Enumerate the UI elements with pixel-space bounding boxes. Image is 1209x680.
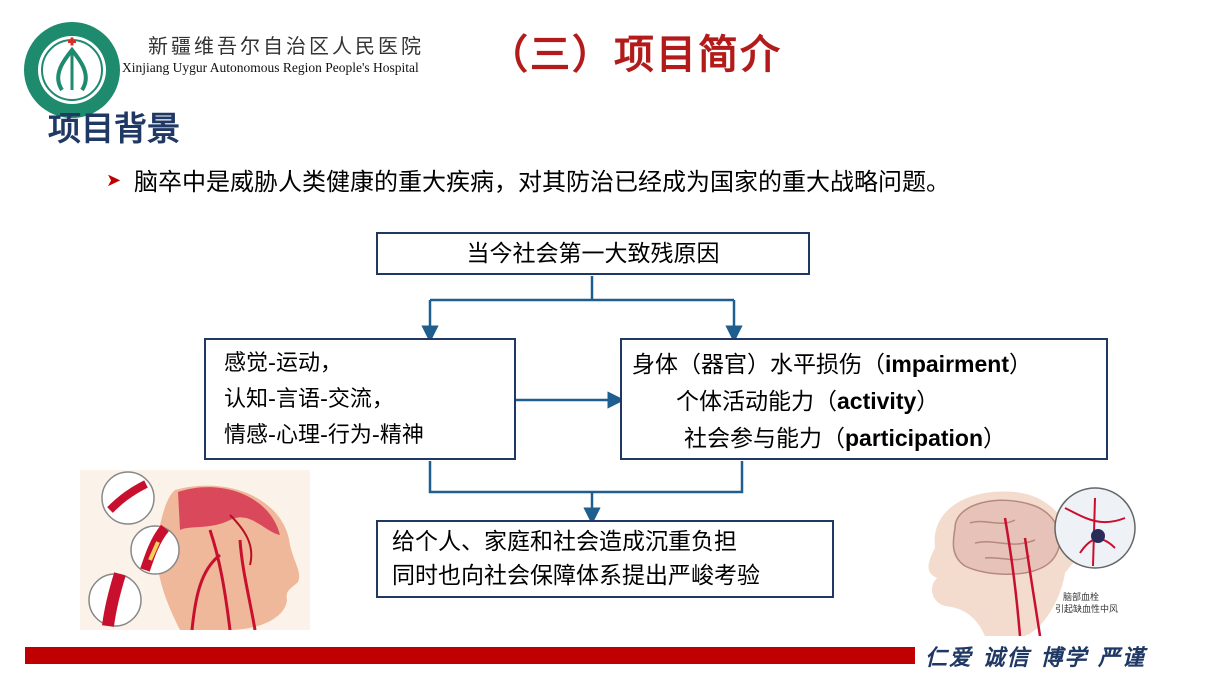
slide-title: （三）项目简介 (488, 32, 782, 78)
flowchart-top-text: 当今社会第一大致残原因 (466, 241, 720, 267)
hospital-logo (24, 22, 120, 118)
hospital-name-en: Xinjiang Uygur Autonomous Region People'… (122, 60, 419, 75)
head-artery-illustration (80, 470, 310, 630)
footer-motto: 仁爱 诚信 博学 严谨 (925, 646, 1146, 671)
bottom-line: 同时也向社会保障体系提出严峻考验 (392, 563, 760, 589)
left-line: 认知-言语-交流， (224, 387, 394, 412)
bullet-arrow-icon: ➤ (106, 170, 122, 191)
flowchart-right-box: 身体（器官）水平损伤（impairment） 个体活动能力（activity） … (620, 338, 1108, 460)
left-line: 感觉-运动， (224, 351, 342, 376)
section-title: 项目背景 (48, 109, 180, 148)
brain-clot-illustration: 脑部血栓 引起缺血性中风 (915, 478, 1150, 636)
flowchart-left-box: 感觉-运动， 认知-言语-交流， 情感-心理-行为-精神 (204, 338, 516, 460)
right-image-caption-line: 引起缺血性中风 (1055, 603, 1118, 615)
hospital-name-cn: 新疆维吾尔自治区人民医院 (148, 34, 424, 58)
flowchart-top-box: 当今社会第一大致残原因 (376, 232, 810, 275)
right-line: 社会参与能力（participation） (684, 425, 1007, 452)
footer-bar (25, 647, 915, 664)
bottom-line: 给个人、家庭和社会造成沉重负担 (392, 529, 737, 555)
left-line: 情感-心理-行为-精神 (224, 423, 424, 448)
right-line: 个体活动能力（activity） (676, 388, 940, 415)
flowchart-bottom-box: 给个人、家庭和社会造成沉重负担 同时也向社会保障体系提出严峻考验 (376, 520, 834, 598)
right-image-caption-line: 脑部血栓 (1063, 591, 1099, 603)
bullet-text: 脑卒中是威胁人类健康的重大疾病，对其防治已经成为国家的重大战略问题。 (134, 168, 950, 196)
right-line: 身体（器官）水平损伤（impairment） (632, 351, 1032, 378)
